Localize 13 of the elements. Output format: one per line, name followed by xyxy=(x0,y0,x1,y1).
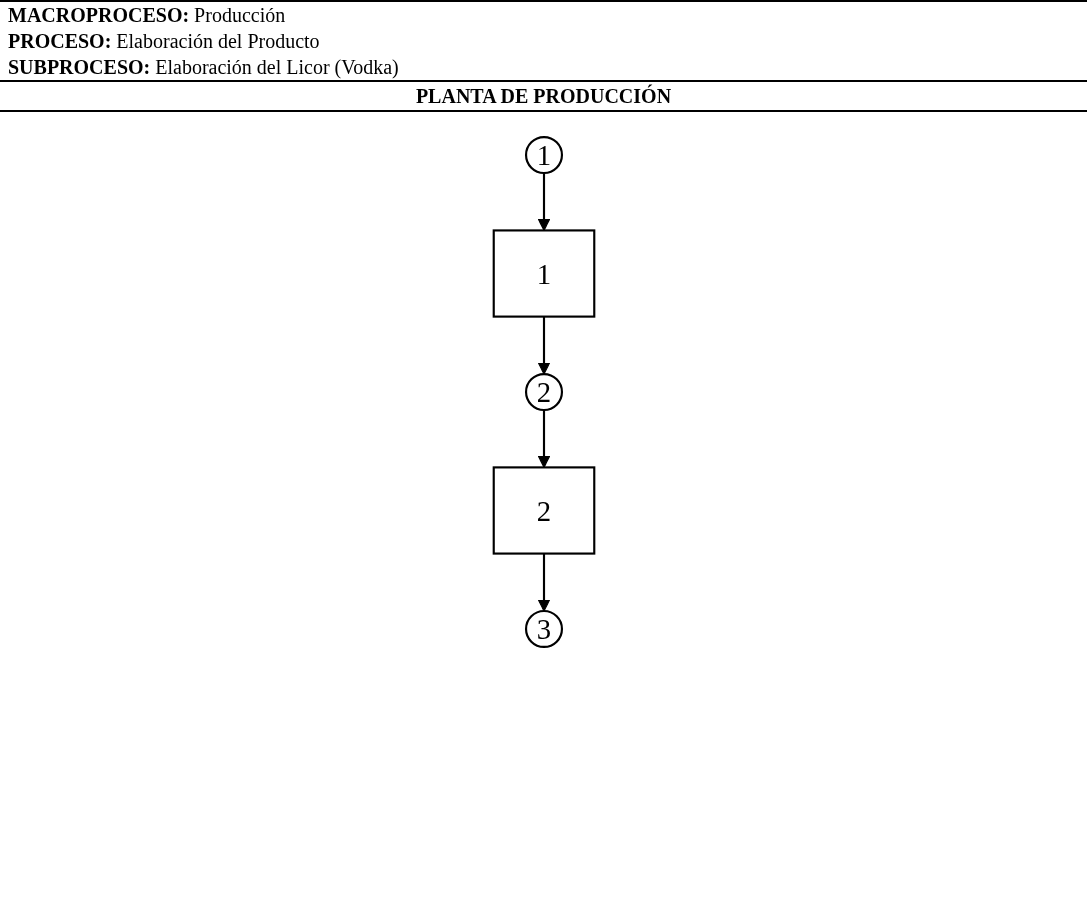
header-text: PROCESO: Elaboración del Producto xyxy=(7,29,321,54)
arrow xyxy=(537,173,550,231)
arrow xyxy=(537,316,550,375)
node-box: 1 xyxy=(492,229,595,318)
node-circle: 1 xyxy=(524,136,563,175)
node-circle: 2 xyxy=(524,372,563,412)
node-circle: 3 xyxy=(524,609,563,648)
arrow xyxy=(537,409,550,468)
header-text: SUBPROCESO: Elaboración del Licor (Vodka) xyxy=(7,55,400,80)
column-heading: PLANTA DE PRODUCCIÓN xyxy=(0,80,1087,112)
header-text: MACROPROCESO: Producción xyxy=(7,3,287,28)
node-box: 2 xyxy=(492,466,595,555)
arrow xyxy=(537,553,550,612)
